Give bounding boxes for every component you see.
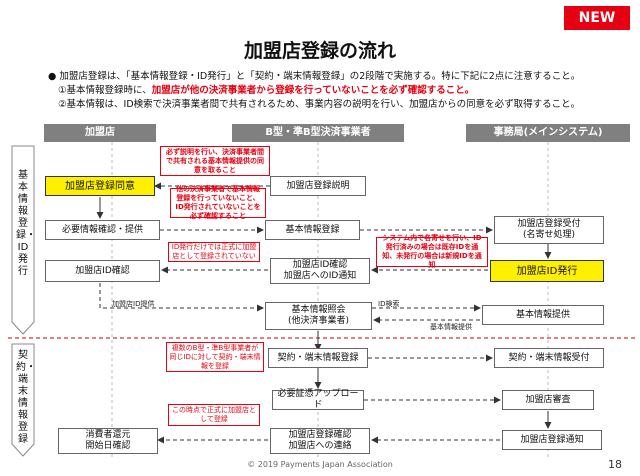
intro-line-2-emphasis: 加盟店が他の決済事業者から登録を行っていないことを必ず確認すること。	[151, 85, 475, 96]
column-merchant: 加盟店	[44, 124, 156, 142]
consent-box: 加盟店登録同意	[45, 176, 155, 196]
intro-line-2: ①基本情報登録時に、加盟店が他の決済事業者から登録を行っていないことを必ず確認す…	[48, 84, 633, 98]
label-basic-provide: 基本情報提供	[430, 323, 472, 331]
explain-box: 加盟店登録説明	[270, 176, 366, 196]
receive-box: 加盟店登録受付 (名寄せ処理)	[494, 216, 604, 244]
id-notify-box: 加盟店ID確認 加盟店へのID通知	[270, 258, 370, 284]
phase2-label: 契約・端末情報登録	[16, 350, 36, 445]
id-confirm-box: 加盟店ID確認	[45, 260, 160, 282]
receive-label: 加盟店登録受付	[517, 219, 581, 229]
intro-line-1-text: 加盟店登録は、「基本情報登録・ID発行」と「契約・端末情報登録」の2段階で実施す…	[59, 71, 581, 82]
note-id-not-registered: ID発行だけでは正式に加盟店として登録されていない	[168, 242, 260, 262]
id-notify-label-2: 加盟店へのID通知	[283, 271, 357, 281]
id-notify-label-1: 加盟店ID確認	[292, 260, 348, 270]
reg-notify-box: 加盟店登録通知	[502, 430, 602, 450]
reg-confirm-label-1: 加盟店登録確認	[288, 430, 352, 440]
note-explain-consent: 必ず説明を行い、決済事業者間で共有される基本情報提供の同意を取ること	[160, 146, 270, 176]
label-id-search: ID検索	[378, 300, 400, 308]
intro-line-1: ● 加盟店登録は、「基本情報登録・ID発行」と「契約・端末情報登録」の2段階で実…	[48, 70, 633, 84]
start-confirm-label-2: 開始日確認	[85, 441, 131, 451]
phase1-chevron	[11, 145, 35, 335]
column-provider: B型・準B型決済事業者	[232, 124, 404, 142]
intro-line-2-prefix: ①基本情報登録時に、	[58, 85, 152, 96]
inquiry-label-2: (他決済事業者)	[287, 316, 350, 326]
label-id-provide: 加盟店ID提供	[112, 300, 155, 308]
page-title: 加盟店登録の流れ	[243, 40, 396, 62]
note-multiple-providers: 複数のB型・準B型事業者が同じIDに対して契約・端末情報を登録	[166, 342, 264, 372]
receive-sublabel: (名寄せ処理)	[522, 230, 576, 240]
new-badge: NEW	[564, 6, 630, 30]
reg-confirm-label-2: 加盟店への連絡	[288, 441, 352, 451]
column-office: 事務局(メインシステム)	[466, 124, 630, 142]
start-confirm-label-1: 消費者還元	[85, 430, 131, 440]
basic-register-box: 基本情報登録	[265, 220, 360, 240]
arrow-id-provide	[99, 283, 264, 312]
page-number: 18	[608, 458, 622, 471]
note-name-matching: システム内で名寄せを行い、ID発行済みの場合は既存IDを通知、未発行の場合は新規…	[376, 234, 488, 269]
contract-receive-box: 契約・端末情報受付	[494, 348, 604, 368]
note-check-other-provider: 他の決済事業者で基本情報登録を行っていないこと、ID発行されていないことを必ず確…	[170, 185, 266, 220]
upload-box: 必要証憑アップロード	[272, 389, 364, 410]
inquiry-label-1: 基本情報照会	[291, 305, 346, 315]
info-provide-box: 基本情報提供	[482, 305, 604, 325]
inquiry-box: 基本情報照会 (他決済事業者)	[265, 302, 372, 330]
id-issue-box: 加盟店ID発行	[490, 260, 604, 282]
intro-text: ● 加盟店登録は、「基本情報登録・ID発行」と「契約・端末情報登録」の2段階で実…	[48, 70, 633, 112]
intro-line-3: ②基本情報は、ID検索で決済事業者間で共有されるため、事業内容の説明を行い、加盟…	[58, 99, 581, 110]
note-official-registration: この時点で正式に加盟店として登録	[168, 404, 260, 426]
bullet: ●	[48, 71, 57, 82]
review-box: 加盟店審査	[502, 390, 594, 410]
contract-register-box: 契約・端末情報登録	[268, 348, 368, 368]
phase2-chevron	[11, 343, 35, 457]
reg-confirm-box: 加盟店登録確認 加盟店への連絡	[270, 428, 370, 454]
copyright-footer: © 2019 Payments Japan Association	[247, 460, 393, 469]
confirm-provide-box: 必要情報確認・提供	[45, 220, 160, 240]
start-confirm-box: 消費者還元 開始日確認	[58, 428, 158, 454]
phase1-label: 基本情報登録・ID発行	[16, 170, 36, 277]
